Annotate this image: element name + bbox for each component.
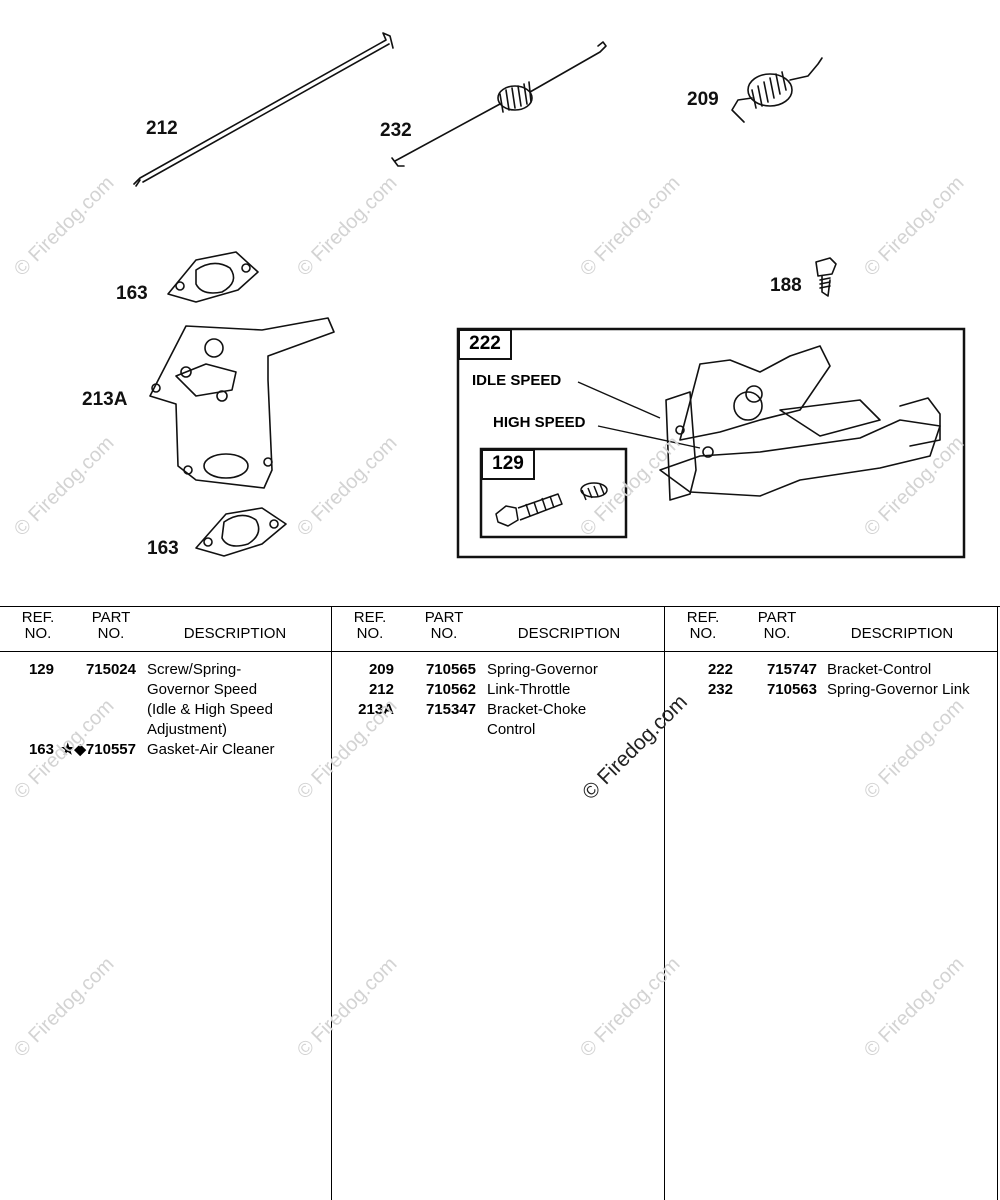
control-bracket-box	[456, 327, 966, 559]
description: Bracket-Control	[827, 660, 931, 680]
callout-188: 188	[770, 275, 802, 296]
callout-213a: 213A	[82, 389, 128, 410]
ref-number: 232	[707, 681, 733, 698]
table-header: REF. NO. PART NO. DESCRIPTION	[0, 606, 331, 652]
parts-table: REF. NO. PART NO. DESCRIPTION 129 715024…	[0, 606, 1000, 1200]
table-header: REF. NO. PART NO. DESCRIPTION	[332, 606, 664, 652]
table-header: REF. NO. PART NO. DESCRIPTION	[665, 606, 997, 652]
part-number: 715024	[85, 661, 136, 678]
bolt-188-drawing	[815, 257, 837, 297]
table-column-1: REF. NO. PART NO. DESCRIPTION 129 715024…	[0, 606, 331, 1200]
part-no-header: PART NO.	[424, 609, 464, 642]
high-speed-label: HIGH SPEED	[493, 414, 586, 431]
part-number: 710565	[425, 661, 476, 678]
callout-212: 212	[146, 118, 178, 139]
description-line: Bracket-Choke	[487, 701, 587, 718]
callout-163-lower: 163	[147, 538, 179, 559]
part-number: 710562	[425, 681, 476, 698]
control-bracket-drawing	[659, 345, 941, 501]
part-number: 715747	[766, 661, 817, 678]
part-number: 710563	[766, 681, 817, 698]
part-number: ★◆710557	[60, 741, 136, 758]
description-line: Spring-Governor Link	[827, 681, 970, 698]
box-222-ref: 222	[458, 329, 512, 360]
screw-spring-drawing	[495, 482, 608, 527]
part-number: 715347	[425, 701, 476, 718]
idle-speed-label: IDLE SPEED	[472, 372, 562, 389]
part-no-header: PART NO.	[91, 609, 131, 642]
choke-bracket-drawing	[149, 317, 335, 489]
callout-232: 232	[380, 120, 412, 141]
description-header: DESCRIPTION	[183, 625, 287, 642]
ref-no-header: REF. NO.	[21, 609, 55, 642]
column-divider	[997, 606, 998, 1200]
description-line: Gasket-Air Cleaner	[147, 741, 275, 758]
governor-link-spring-drawing	[391, 41, 607, 167]
ref-number: 163	[28, 741, 54, 758]
exploded-view-drawing	[133, 32, 966, 559]
ref-number: 129	[28, 661, 54, 678]
box-129-ref: 129	[481, 449, 535, 480]
table-top-border	[0, 606, 1000, 607]
description: Gasket-Air Cleaner	[147, 740, 275, 760]
description: Bracket-Choke Control	[487, 700, 586, 740]
description-header: DESCRIPTION	[850, 625, 954, 642]
governor-spring-drawing	[731, 57, 823, 123]
description-line: Adjustment)	[147, 721, 228, 738]
part-no-header: PART NO.	[757, 609, 797, 642]
ref-number: 209	[368, 661, 394, 678]
screw-spring-box	[479, 447, 628, 539]
table-column-3: REF. NO. PART NO. DESCRIPTION 222 715747…	[665, 606, 997, 1200]
description: Spring-Governor	[487, 660, 598, 680]
parts-diagram: 212 232 209 163 213A 163 188 222 129 IDL…	[0, 0, 1000, 590]
ref-number: 222	[707, 661, 733, 678]
ref-no-header: REF. NO.	[686, 609, 720, 642]
description-line: (Idle & High Speed	[147, 701, 273, 718]
gasket-lower-drawing	[195, 507, 287, 557]
callout-163-upper: 163	[116, 283, 148, 304]
description-line: Link-Throttle	[487, 681, 571, 698]
description-line: Bracket-Control	[827, 661, 932, 678]
ref-no-header: REF. NO.	[353, 609, 387, 642]
gasket-upper-drawing	[167, 251, 259, 303]
callout-209: 209	[687, 89, 719, 110]
description: Link-Throttle	[487, 680, 570, 700]
table-column-2: REF. NO. PART NO. DESCRIPTION 209 710565…	[332, 606, 664, 1200]
ref-number: 212	[368, 681, 394, 698]
ref-number: 213A	[358, 701, 394, 718]
throttle-link-drawing	[133, 32, 394, 187]
description-line: Spring-Governor	[487, 661, 598, 678]
description: Screw/Spring- Governor Speed (Idle & Hig…	[147, 660, 273, 740]
column-divider	[664, 606, 665, 1200]
high-speed-leader	[597, 425, 701, 449]
idle-speed-leader	[577, 381, 661, 419]
description-line: Control	[487, 721, 536, 738]
column-divider	[331, 606, 332, 1200]
description-line: Governor Speed	[147, 681, 258, 698]
description-line: Screw/Spring-	[147, 661, 242, 678]
description: Spring-Governor Link	[827, 680, 970, 700]
description-header: DESCRIPTION	[517, 625, 621, 642]
